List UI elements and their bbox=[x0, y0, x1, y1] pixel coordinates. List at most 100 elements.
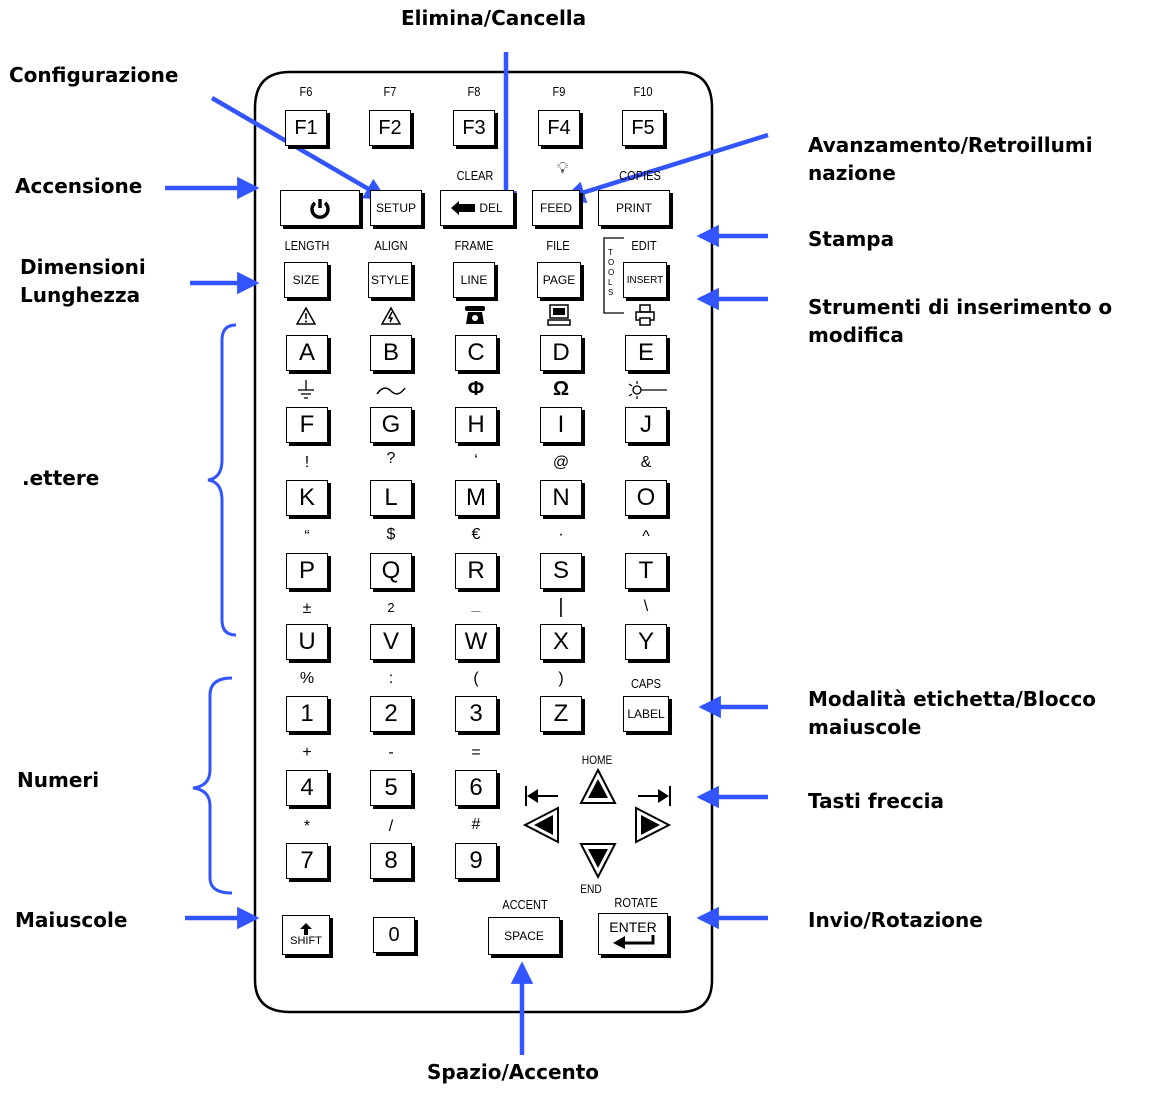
enter-label: ENTER bbox=[609, 919, 657, 935]
fn-top-label: F7 bbox=[383, 84, 397, 99]
callout-shift: Maiuscole bbox=[15, 908, 128, 932]
letter-key[interactable]: S bbox=[540, 553, 582, 589]
style-key[interactable]: STYLE bbox=[368, 262, 412, 298]
letter-key[interactable]: M bbox=[455, 480, 497, 516]
fn-top-label: F6 bbox=[299, 84, 313, 99]
number-key[interactable]: 8 bbox=[370, 843, 412, 879]
letter-key[interactable]: I bbox=[540, 407, 582, 443]
callout-letters: .ettere bbox=[22, 466, 100, 490]
letter-key[interactable]: A bbox=[286, 335, 328, 371]
letter-key[interactable]: E bbox=[625, 335, 667, 371]
insert-key[interactable]: INSERT bbox=[623, 262, 667, 298]
callout-setup: Configurazione bbox=[9, 63, 179, 87]
letter-key[interactable]: Z bbox=[540, 696, 582, 732]
letter-key[interactable]: F bbox=[286, 407, 328, 443]
fn-top-label: F9 bbox=[552, 84, 566, 99]
key-top-symbol: / bbox=[388, 818, 394, 835]
letter-key[interactable]: B bbox=[370, 335, 412, 371]
key-top-symbol: ‘ bbox=[474, 452, 478, 469]
phi-symbol: Φ bbox=[467, 378, 485, 400]
row3-top-label: LENGTH bbox=[284, 238, 330, 253]
callout-size: Dimensioni Lunghezza bbox=[20, 255, 146, 307]
tilde-ac-icon bbox=[376, 387, 406, 395]
backspace-arrow-icon bbox=[451, 201, 476, 215]
warning-triangle-icon bbox=[296, 306, 316, 325]
key-top-symbol: - bbox=[388, 744, 394, 761]
key-top-symbol: $ bbox=[386, 526, 396, 543]
key-top-symbol: \ bbox=[643, 598, 649, 615]
key-top-symbol: ( bbox=[473, 670, 479, 687]
letter-key[interactable]: Q bbox=[370, 553, 412, 589]
feed-key[interactable]: FEED bbox=[532, 190, 580, 226]
letter-key[interactable]: U bbox=[286, 624, 328, 660]
enter-key[interactable]: ENTER bbox=[598, 913, 668, 955]
key-top-symbol: € bbox=[471, 526, 481, 543]
letter-key[interactable]: C bbox=[455, 335, 497, 371]
numbers-bracket bbox=[192, 676, 233, 895]
number-key[interactable]: 5 bbox=[370, 770, 412, 806]
left-arrow-key[interactable] bbox=[522, 805, 562, 845]
f5-key[interactable]: F5 bbox=[622, 110, 664, 146]
up-arrow-key[interactable] bbox=[578, 767, 618, 807]
arrow-setup bbox=[210, 96, 388, 200]
letter-key[interactable]: H bbox=[455, 407, 497, 443]
number-key[interactable]: 3 bbox=[455, 696, 497, 732]
home-label: HOME bbox=[581, 753, 613, 767]
space-key[interactable]: SPACE bbox=[488, 917, 560, 955]
callout-arrows: Tasti freccia bbox=[808, 789, 945, 813]
setup-key[interactable]: SETUP bbox=[370, 190, 422, 226]
number-key[interactable]: 2 bbox=[370, 696, 412, 732]
lightbulb-icon: 💡︎ bbox=[557, 160, 569, 177]
clear-label: CLEAR bbox=[456, 168, 494, 183]
page-key[interactable]: PAGE bbox=[537, 262, 581, 298]
letter-key[interactable]: N bbox=[540, 480, 582, 516]
letter-key[interactable]: J bbox=[625, 407, 667, 443]
del-key[interactable]: DEL bbox=[440, 190, 514, 226]
del-label: DEL bbox=[479, 201, 503, 215]
caps-label: CAPS bbox=[630, 676, 662, 691]
tools-label: TOOLS bbox=[608, 248, 615, 297]
f4-key[interactable]: F4 bbox=[538, 110, 580, 146]
letter-key[interactable]: R bbox=[455, 553, 497, 589]
letter-key[interactable]: T bbox=[625, 553, 667, 589]
letter-key[interactable]: K bbox=[286, 480, 328, 516]
zero-key[interactable]: 0 bbox=[373, 917, 415, 953]
power-button[interactable] bbox=[280, 190, 360, 226]
letter-key[interactable]: G bbox=[370, 407, 412, 443]
key-top-symbol: # bbox=[471, 816, 481, 833]
letter-key[interactable]: V bbox=[370, 624, 412, 660]
letter-key[interactable]: O bbox=[625, 480, 667, 516]
shift-key[interactable]: SHIFT bbox=[282, 915, 330, 955]
number-key[interactable]: 6 bbox=[455, 770, 497, 806]
letter-key[interactable]: W bbox=[455, 624, 497, 660]
letter-key[interactable]: Y bbox=[625, 624, 667, 660]
line-key[interactable]: LINE bbox=[453, 262, 495, 298]
fn-top-label: F10 bbox=[633, 84, 653, 99]
letter-key[interactable]: P bbox=[286, 553, 328, 589]
letter-key[interactable]: L bbox=[370, 480, 412, 516]
number-key[interactable]: 7 bbox=[286, 843, 328, 879]
f1-key[interactable]: F1 bbox=[285, 110, 327, 146]
shift-arrow-icon bbox=[300, 923, 312, 935]
f2-key[interactable]: F2 bbox=[369, 110, 411, 146]
callout-delete: Elimina/Cancella bbox=[401, 6, 587, 30]
number-key[interactable]: 4 bbox=[286, 770, 328, 806]
number-key[interactable]: 9 bbox=[455, 843, 497, 879]
row3-top-label: FILE bbox=[546, 238, 570, 253]
down-arrow-key[interactable] bbox=[578, 840, 618, 880]
print-key[interactable]: PRINT bbox=[598, 190, 670, 226]
key-top-symbol: 2 bbox=[387, 600, 395, 615]
key-top-symbol: ) bbox=[558, 670, 564, 687]
callout-numbers: Numeri bbox=[17, 768, 100, 792]
tools-bracket bbox=[603, 237, 624, 314]
callout-feed: Avanzamento/Retroillumi nazione bbox=[808, 133, 1093, 185]
f3-key[interactable]: F3 bbox=[453, 110, 495, 146]
number-key[interactable]: 1 bbox=[286, 696, 328, 732]
letter-key[interactable]: X bbox=[540, 624, 582, 660]
letter-key[interactable]: D bbox=[540, 335, 582, 371]
size-key[interactable]: SIZE bbox=[284, 262, 328, 298]
callout-power: Accensione bbox=[15, 174, 143, 198]
row3-top-label: EDIT bbox=[631, 238, 657, 253]
label-key[interactable]: LABEL bbox=[623, 696, 669, 732]
right-arrow-key[interactable] bbox=[632, 805, 672, 845]
